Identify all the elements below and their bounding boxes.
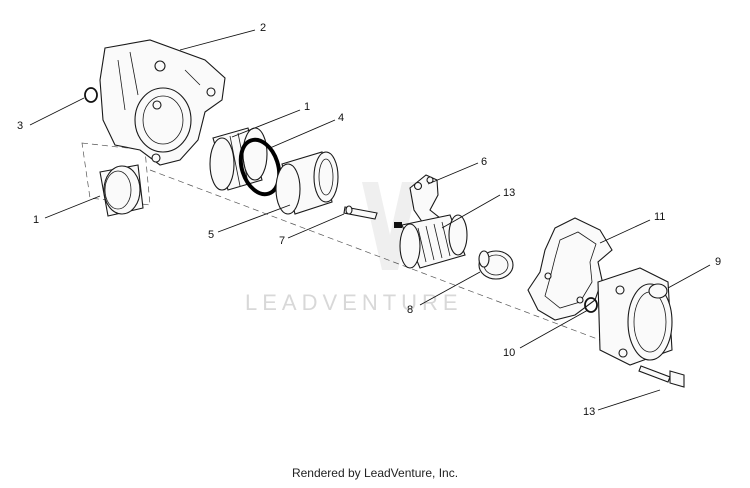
callout-8: 8 (407, 304, 413, 316)
sleeve-part-5 (275, 151, 339, 215)
leader-lines (29, 29, 711, 411)
bracket-part-6 (409, 174, 447, 227)
watermark: LEADVENTURE (245, 182, 463, 315)
callout-9: 9 (715, 256, 721, 268)
o-ring-part-3 (84, 87, 98, 103)
o-ring-part-10 (584, 297, 598, 313)
assembly-axis (149, 169, 601, 341)
bolt-part-13 (638, 365, 685, 388)
callout-4: 4 (338, 112, 344, 124)
callout-13-bottom: 13 (583, 406, 595, 418)
watermark-logo (362, 182, 418, 270)
callout-3: 3 (17, 120, 23, 132)
shaft-part-7 (343, 205, 378, 220)
washer-part-8 (478, 250, 514, 280)
cover-outline-dashed (81, 142, 151, 206)
callout-10: 10 (503, 347, 515, 359)
footer-credit: Rendered by LeadVenture, Inc. (291, 466, 459, 480)
watermark-text: LEADVENTURE (245, 290, 463, 315)
callout-labels: 1 2 3 4 1 5 6 7 13 11 9 8 10 13 (17, 22, 721, 418)
callout-11: 11 (654, 211, 665, 223)
o-ring-part-4 (238, 137, 282, 197)
callout-7: 7 (279, 235, 285, 247)
valve-part-13 (394, 214, 468, 269)
callout-13-top: 13 (503, 187, 515, 199)
housing-part-2 (99, 39, 226, 166)
callout-1-top: 1 (304, 101, 310, 113)
cover-part-9 (597, 267, 673, 366)
callout-6: 6 (481, 156, 487, 168)
gasket-part-11 (527, 217, 613, 321)
callout-5: 5 (208, 229, 214, 241)
cap-part-1-left (99, 164, 144, 217)
callout-2: 2 (260, 22, 266, 34)
callout-1-left: 1 (33, 214, 39, 226)
piston-part-1 (209, 127, 268, 191)
